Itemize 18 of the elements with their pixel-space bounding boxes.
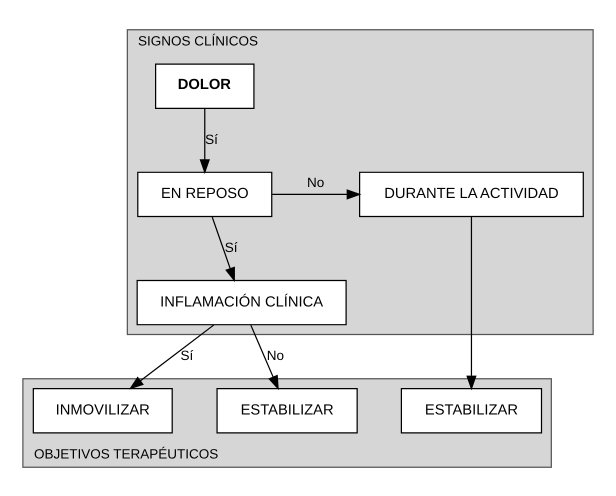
edge-label: Sí — [224, 239, 238, 254]
node-box: ESTABILIZAR — [216, 387, 358, 433]
arrow — [272, 188, 362, 200]
edge-label: Sí — [205, 131, 218, 146]
arrow — [250, 324, 279, 390]
node-box: DURANTE LA ACTIVIDAD — [359, 171, 584, 217]
arrow — [200, 108, 210, 174]
edge-label: No — [266, 348, 284, 363]
node-box: INMOVILIZAR — [32, 387, 173, 433]
edge-label: No — [307, 174, 324, 190]
node-box: EN REPOSO — [137, 171, 272, 217]
edge-label: Sí — [180, 348, 194, 363]
node-box: ESTABILIZAR — [400, 387, 542, 433]
node-box: INFLAMACIÓN CLÍNICA — [136, 279, 347, 325]
arrow — [212, 216, 235, 282]
arrow — [466, 216, 477, 390]
arrow — [129, 324, 214, 390]
node-box: DOLOR — [155, 63, 255, 109]
